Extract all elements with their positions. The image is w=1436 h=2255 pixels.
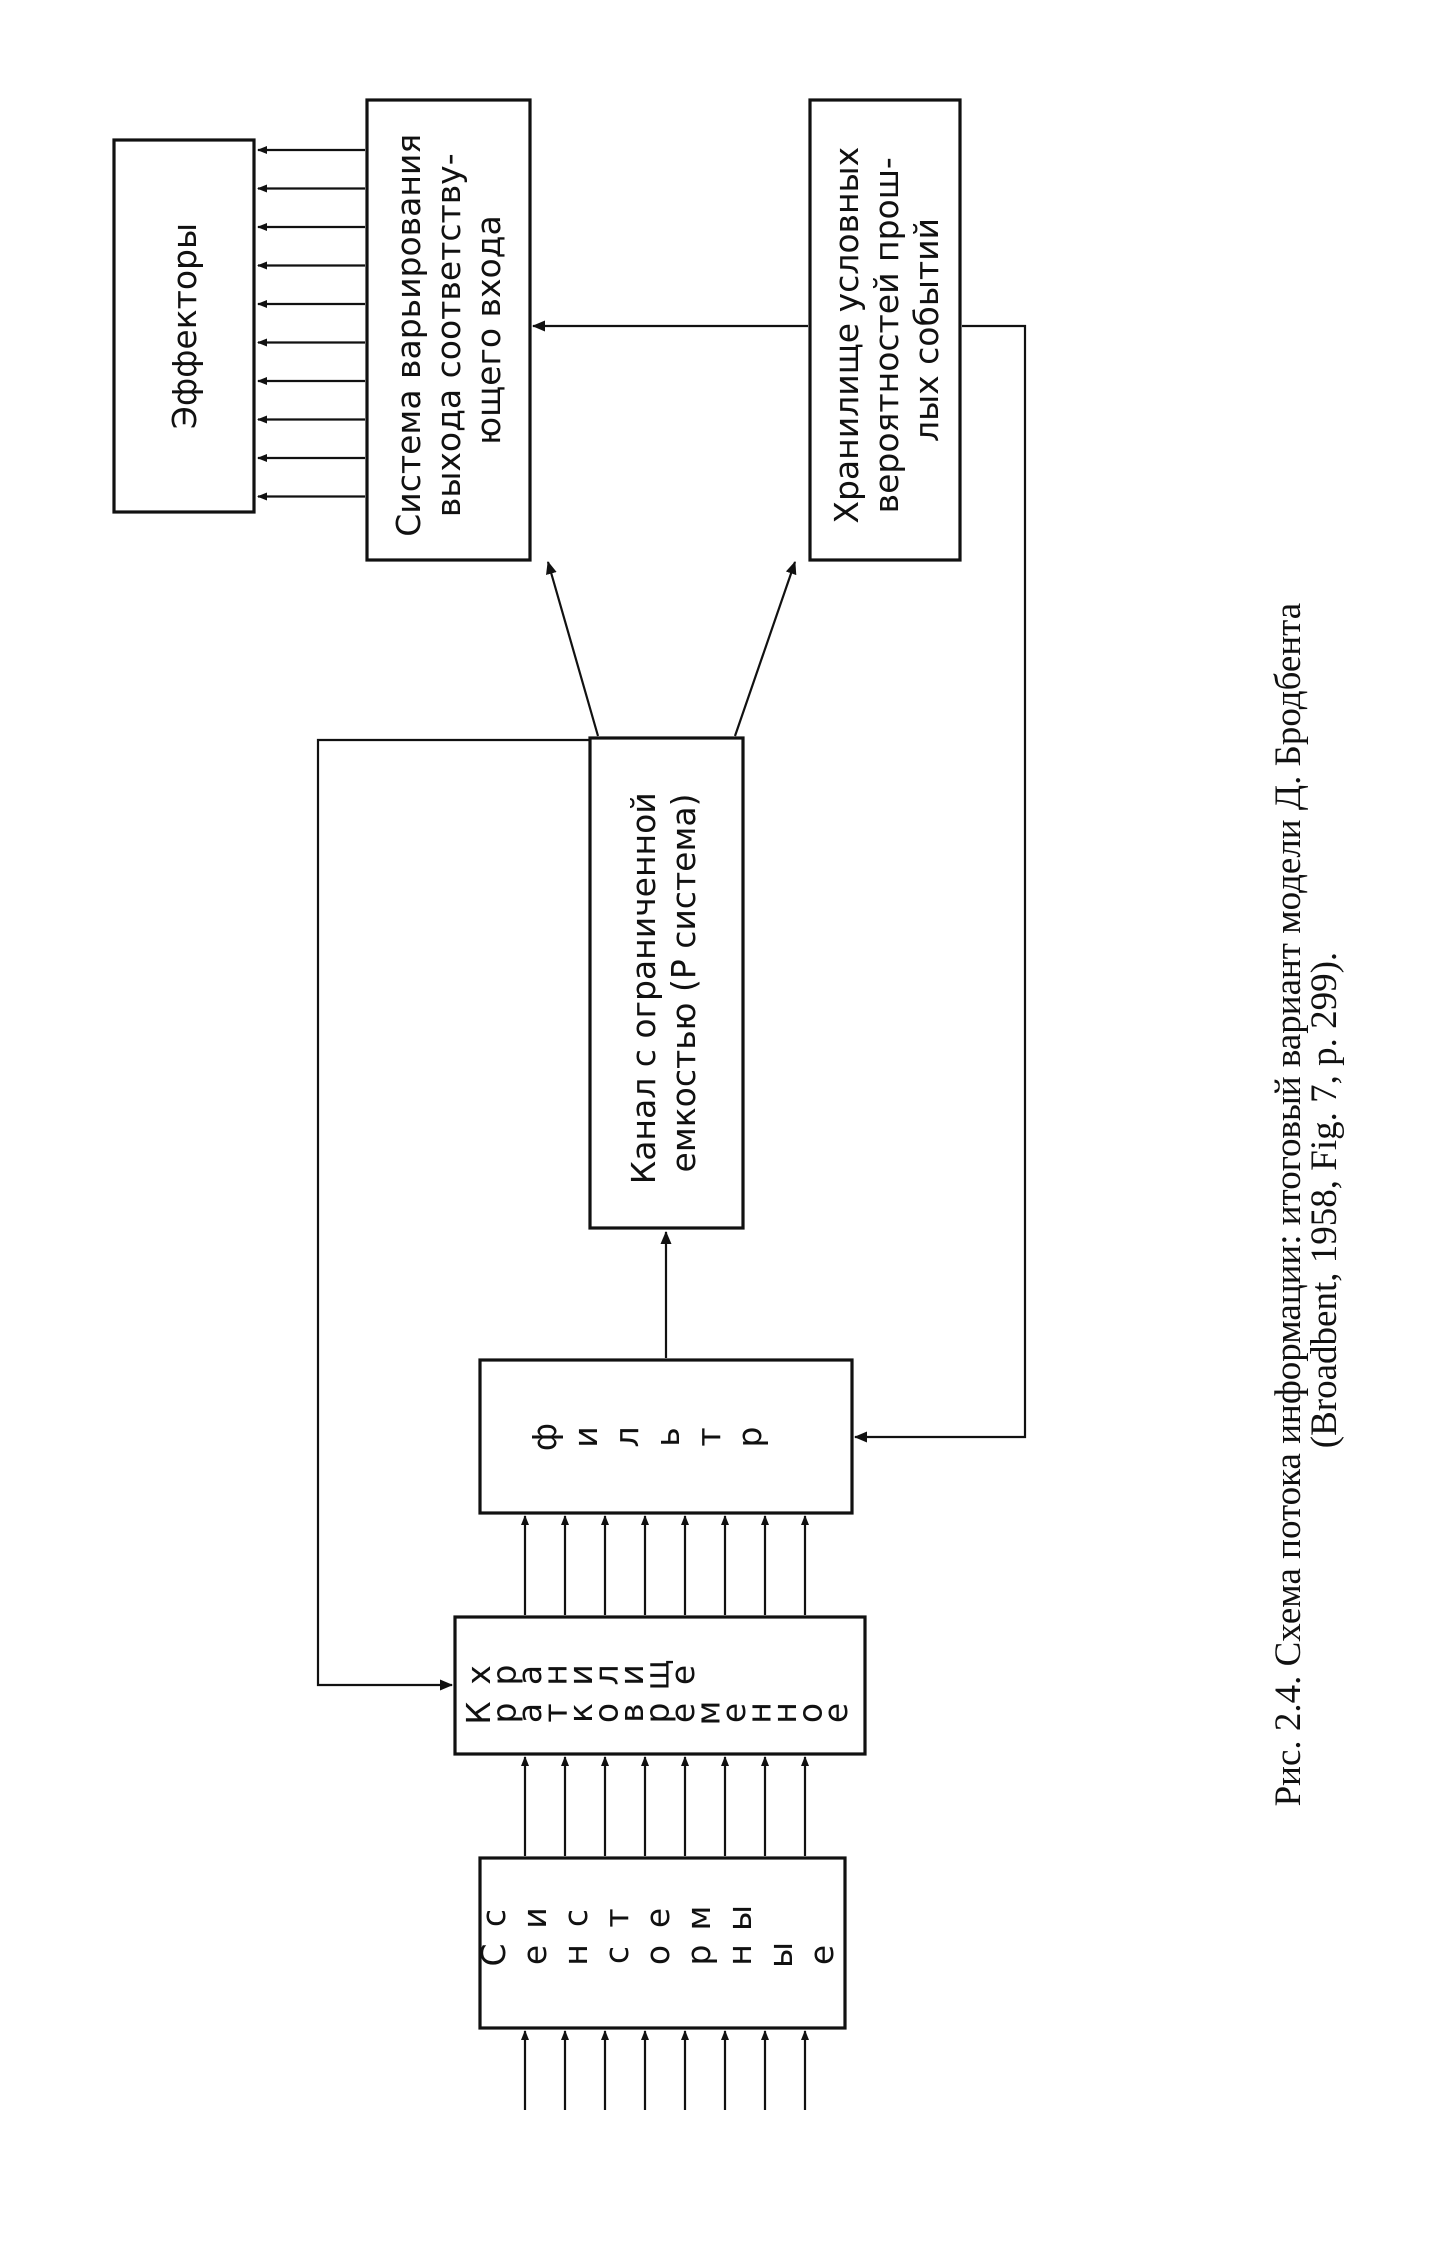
filter-letter-5: т xyxy=(689,1427,728,1446)
output-system-line-2: выхода соответству- xyxy=(429,153,468,517)
svg-text:Рис. 2.4. Схема потока информа: Рис. 2.4. Схема потока информации: итого… xyxy=(1268,594,1345,1807)
short-term-store-letter-13: н xyxy=(765,1702,804,1724)
output-system-block xyxy=(365,98,532,562)
short-term-store-letter-11: е xyxy=(714,1703,753,1723)
svg-text:Канал с ограниченной емк: Канал с ограниченной емкостью (Р система… xyxy=(624,782,703,1184)
sensory-systems-letter-6: р xyxy=(679,1945,718,1966)
channel-line-2: емкостью (Р система) xyxy=(664,794,703,1173)
output-system-line-1: Система варьирования xyxy=(389,134,428,537)
channel-to-output-arrow xyxy=(546,561,600,737)
store-line-1: Хранилище условных xyxy=(827,147,866,524)
short-term-store-letter-14: о xyxy=(791,1703,830,1723)
short-term-store-letter-3: а xyxy=(510,1703,549,1723)
svg-text:Система варьирования вых: Система варьирования выхода соответству-… xyxy=(389,123,508,536)
short-term-store-2-letter-7: и xyxy=(612,1664,651,1685)
channel-block xyxy=(588,736,745,1230)
sensory-systems-letter-1: С xyxy=(474,1943,513,1966)
caption-line-1: Рис. 2.4. Схема потока информации: итого… xyxy=(1268,603,1309,1807)
channel-to-short-term-store-loop xyxy=(316,738,590,1691)
sensory-systems-letter-8: ы xyxy=(761,1942,800,1968)
channel-to-store-arrow xyxy=(733,561,797,737)
sensory-systems-letter-5: о xyxy=(638,1945,677,1965)
short-term-store-2-letter-3: а xyxy=(510,1665,549,1685)
store-to-filter-loop xyxy=(854,324,1027,1443)
filter-letter-3: л xyxy=(607,1426,646,1447)
sensory-systems-2-letter-6: м xyxy=(679,1906,718,1931)
short-term-store-2-letter-8: щ xyxy=(638,1659,677,1690)
effectors-label: Эффекторы xyxy=(165,223,204,429)
connections xyxy=(257,146,1027,2110)
filter-letter-6: р xyxy=(730,1427,769,1448)
short-term-store-letter-7: в xyxy=(612,1703,651,1722)
output-system-line-3: ющего входа xyxy=(469,215,508,444)
short-term-store-2-letter-5: и xyxy=(561,1664,600,1685)
svg-text:Хранилище условных вероя: Хранилище условных вероятностей прош- лы… xyxy=(827,136,946,523)
short-term-store-letter-5: к xyxy=(561,1703,600,1723)
short-term-store-2-letter-1: х xyxy=(459,1665,498,1685)
sensory-systems-letter-4: с xyxy=(597,1946,636,1964)
sensory-systems-2-letter-2: и xyxy=(515,1907,554,1928)
sensory-systems-letter-2: е xyxy=(515,1945,554,1965)
store-line-2: вероятностей прош- xyxy=(867,157,906,513)
caption-line-2: (Broadbent, 1958, Fig. 7, p. 299). xyxy=(1304,952,1345,1448)
short-term-store-letter-4: т xyxy=(536,1703,575,1722)
short-term-store-letter-1: К xyxy=(459,1701,498,1724)
filter-block xyxy=(478,1358,854,1515)
store-line-3: лых событий xyxy=(907,218,946,442)
filter-letter-4: ь xyxy=(648,1427,687,1446)
sensory-systems-2-letter-3: с xyxy=(556,1909,595,1927)
short-term-store-block xyxy=(453,1615,867,1756)
short-term-store-2-letter-2: р xyxy=(485,1665,524,1686)
filter-letter-1: ф xyxy=(525,1423,564,1451)
sensory-systems-block xyxy=(478,1856,847,2030)
sensory-systems-2-letter-1: с xyxy=(474,1909,513,1927)
short-term-store-2-letter-9: е xyxy=(663,1665,702,1685)
short-term-store-letter-6: о xyxy=(587,1703,626,1723)
sensory-systems-2-letter-5: е xyxy=(638,1908,677,1928)
sensory-systems-letter-3: н xyxy=(556,1944,595,1966)
effectors-block xyxy=(112,138,256,514)
short-term-store-letter-8: р xyxy=(638,1703,677,1724)
channel-line-1: Канал с ограниченной xyxy=(624,792,663,1184)
short-term-store-letter-12: н xyxy=(740,1702,779,1724)
short-term-store-2-letter-6: л xyxy=(587,1664,626,1685)
sensory-systems-letter-7: н xyxy=(720,1944,759,1966)
short-term-store-letter-15: е xyxy=(816,1703,855,1723)
sensory-systems-letter-9: е xyxy=(802,1945,841,1965)
short-term-store-letter-9: е xyxy=(663,1703,702,1723)
filter-letter-2: и xyxy=(566,1426,605,1447)
sensory-systems-2-letter-7: ы xyxy=(720,1905,759,1931)
store-block xyxy=(808,98,962,562)
sensory-systems-2-letter-4: т xyxy=(597,1908,636,1927)
short-term-store-2-letter-4: н xyxy=(536,1664,575,1686)
short-term-store-letter-10: м xyxy=(689,1701,728,1726)
short-term-store-letter-2: р xyxy=(485,1703,524,1724)
